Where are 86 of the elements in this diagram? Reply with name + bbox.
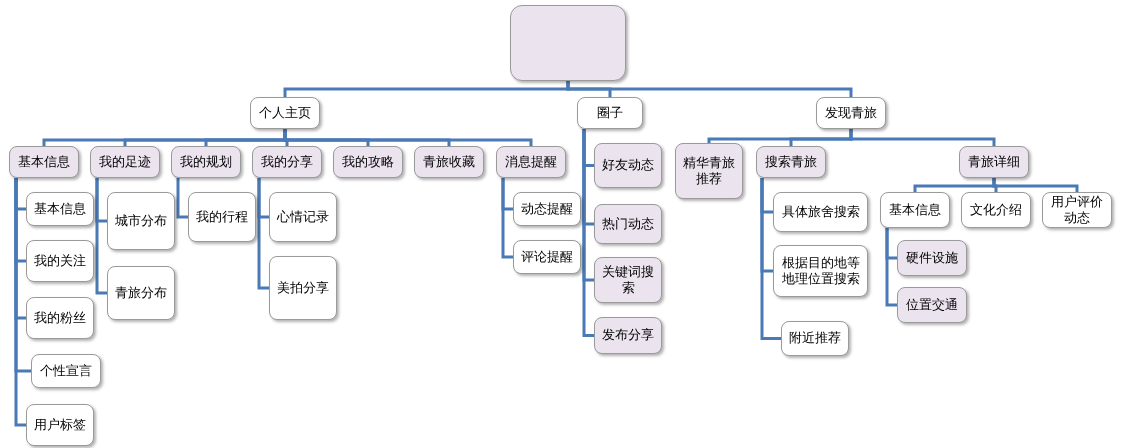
node-label: 发布分享 bbox=[602, 327, 654, 344]
menu-box bbox=[959, 146, 1029, 178]
menu-box bbox=[26, 297, 94, 339]
node-label: 关键词搜索 bbox=[601, 263, 655, 297]
menu-box bbox=[9, 146, 79, 178]
menu-box bbox=[1042, 192, 1112, 228]
menu-box bbox=[333, 146, 403, 178]
menu-box bbox=[269, 256, 337, 320]
node-label: 我的行程 bbox=[196, 208, 248, 226]
connector-line bbox=[176, 178, 188, 219]
node-label: 热门动态 bbox=[602, 215, 654, 233]
node-label: 心情记录 bbox=[277, 208, 329, 226]
menu-box bbox=[31, 354, 101, 388]
node-label: 根据目的地等地理位置搜索 bbox=[780, 254, 861, 288]
node-label: 我的规划 bbox=[180, 153, 232, 171]
connector-line bbox=[95, 178, 107, 295]
node-label: 我的攻略 bbox=[342, 153, 394, 171]
node-label: 用户标签 bbox=[34, 416, 86, 434]
connector-line bbox=[566, 81, 853, 97]
menu-box bbox=[26, 192, 94, 226]
node-label: 附近推荐 bbox=[789, 330, 841, 347]
menu-box bbox=[513, 192, 581, 226]
menu-box bbox=[90, 146, 160, 178]
menu-box bbox=[781, 321, 849, 356]
node-label: 消息提醒 bbox=[505, 153, 557, 171]
node-label: 基本信息 bbox=[18, 153, 70, 171]
node-label: 硬件设施 bbox=[906, 249, 958, 267]
node-label: 个人主页 bbox=[259, 104, 311, 122]
menu-box bbox=[269, 192, 337, 242]
menu-box bbox=[756, 146, 826, 178]
node-label: 位置交通 bbox=[906, 296, 958, 314]
node-label: 评论提醒 bbox=[521, 248, 573, 266]
node-label: 好友动态 bbox=[602, 157, 654, 174]
menu-box bbox=[107, 266, 175, 320]
node-label: 青旅分布 bbox=[115, 284, 167, 302]
menu-box bbox=[880, 192, 950, 228]
connector-line bbox=[14, 178, 26, 427]
menu-box bbox=[414, 146, 484, 178]
node-label: 具体旅舍搜索 bbox=[781, 203, 860, 221]
connector-line bbox=[849, 129, 996, 146]
node-label: 用户评价动态 bbox=[1050, 193, 1104, 227]
node-label: 我的分享 bbox=[261, 153, 313, 171]
connector-line bbox=[760, 178, 781, 340]
menu-box bbox=[594, 143, 662, 188]
node-label: 青旅详细 bbox=[968, 153, 1020, 171]
root-box bbox=[510, 5, 626, 81]
node-label: 动态提醒 bbox=[521, 200, 573, 218]
node-label: 我的足迹 bbox=[99, 153, 151, 171]
node-label: 圈子 bbox=[597, 104, 623, 122]
menu-box bbox=[250, 97, 320, 129]
menu-box bbox=[594, 317, 662, 354]
node-label: 文化介绍 bbox=[970, 201, 1022, 219]
node-label: 基本信息 bbox=[34, 200, 86, 218]
node-label: 青旅收藏 bbox=[423, 153, 475, 171]
connector-line bbox=[582, 129, 594, 337]
menu-box bbox=[675, 143, 743, 199]
menu-box bbox=[513, 240, 581, 274]
node-label: 我的关注 bbox=[34, 252, 86, 270]
menu-box bbox=[897, 240, 967, 276]
menu-box bbox=[773, 192, 868, 232]
menu-box bbox=[107, 192, 175, 250]
connector-line bbox=[257, 178, 269, 290]
menu-box bbox=[594, 257, 662, 303]
menu-box bbox=[171, 146, 241, 178]
connector-line bbox=[992, 178, 1079, 192]
menu-box bbox=[188, 192, 256, 242]
menu-box bbox=[26, 240, 94, 282]
node-label: 基本信息 bbox=[889, 201, 941, 219]
menu-box bbox=[897, 287, 967, 323]
connector-line bbox=[501, 178, 513, 259]
menu-box bbox=[594, 204, 662, 244]
menu-box bbox=[577, 97, 643, 129]
node-label: 搜索青旅 bbox=[765, 153, 817, 171]
node-label: 精华青旅推荐 bbox=[682, 154, 736, 188]
menu-box bbox=[773, 245, 868, 297]
connector-line bbox=[885, 228, 897, 307]
node-label: 发现青旅 bbox=[825, 104, 877, 122]
menu-box bbox=[816, 97, 886, 129]
node-label: 城市分布 bbox=[115, 212, 167, 230]
menu-box bbox=[961, 192, 1031, 228]
node-label: 个性宣言 bbox=[40, 362, 92, 380]
menu-box bbox=[496, 146, 566, 178]
node-label: 美拍分享 bbox=[277, 279, 329, 297]
node-label: 我的粉丝 bbox=[34, 309, 86, 327]
menu-box bbox=[252, 146, 322, 178]
menu-box bbox=[26, 404, 94, 446]
